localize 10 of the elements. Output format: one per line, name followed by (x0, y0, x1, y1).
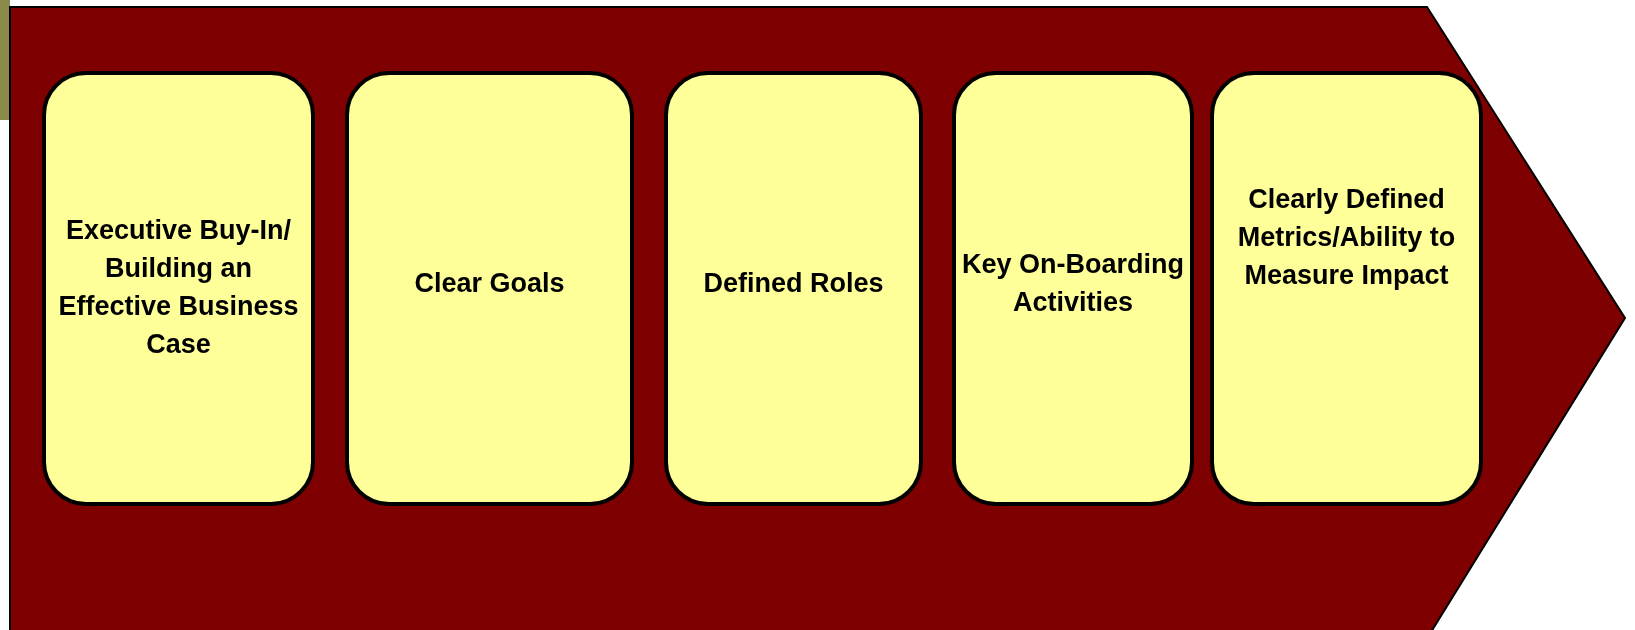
step-label: Defined Roles (703, 266, 884, 300)
step-label: Clearly Defined Metrics/Ability to Measure Impact (1236, 182, 1457, 292)
step-box (42, 71, 315, 506)
step-label: Key On-Boarding Activities (961, 247, 1185, 319)
step-box (952, 71, 1194, 506)
step-box (664, 71, 923, 506)
step-box (345, 71, 634, 506)
step-label: Clear Goals (414, 266, 565, 300)
step-box (1210, 71, 1483, 506)
step-label: Executive Buy-In/ Building an Effective Business Case (57, 213, 300, 361)
